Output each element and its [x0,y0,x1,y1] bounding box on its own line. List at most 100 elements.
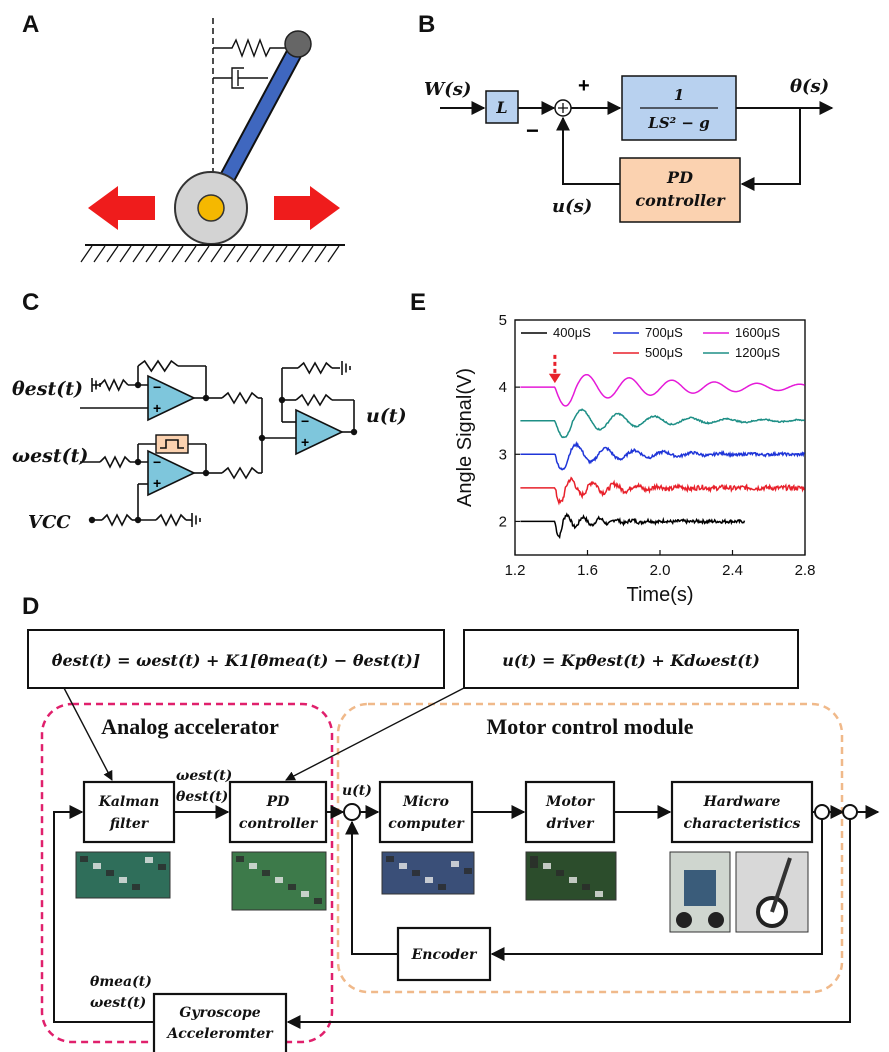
y-tick-label: 3 [499,446,507,463]
left-arrow [88,186,155,230]
svg-text:−: − [301,413,309,429]
pendulum-mass [284,30,312,58]
hw-to-gyro-wire [286,819,851,1029]
kalman-board-photo [75,851,171,899]
minus-sign: − [526,118,539,143]
panel-letter-a: A [22,11,39,38]
theta-est-signal: θest(t) [176,789,228,805]
micro-label-2: computer [388,816,465,832]
controller-to-sum-wire [556,116,620,185]
pd-controller-box [228,780,328,844]
hw-to-encoder-wire [490,819,823,961]
svg-text:−: − [153,379,161,395]
x-tick-label: 1.2 [505,562,526,579]
controller-label-1: PD [666,168,693,187]
micro-label-1: Micro [402,794,449,810]
plant-numerator: 1 [674,86,684,104]
controller-label-2: controller [635,191,726,210]
series-line [520,512,746,540]
hw-label-1: Hardware [703,794,781,810]
circuit-schematic: −+−+−+ [80,359,358,527]
microcomputer-photo [381,851,475,895]
driver-label-2: driver [547,816,596,832]
kalman-eq-pointer [63,687,113,781]
kalman-equation: θ̇est(t) = ωest(t) + K1[θmea(t) − θest(t… [52,651,420,670]
input-label: W(s) [424,79,471,100]
pd-eq-pointer [285,687,465,781]
gain-label: L [495,98,507,117]
gyro-label-1: Gyroscope [179,1005,260,1021]
svg-text:−: − [153,454,161,470]
analog-accelerator-title: Analog accelerator [101,714,279,739]
opamp-1 [147,374,196,422]
x-tick-label: 2.8 [795,562,816,579]
kalman-label-1: Kalman [98,794,160,810]
y-tick-label: 4 [499,379,507,396]
panel-letter-e: E [410,289,426,316]
u-signal: u(t) [342,783,372,799]
analog-accelerator-border [40,702,334,1044]
panel-letter-d: D [22,593,39,620]
x-tick-label: 2.4 [722,562,743,579]
disturbance-arrow-head [548,373,561,384]
panel-letter-c: C [22,289,39,316]
kalman-label-2: filter [109,816,150,832]
theta-est-input-label: θest(t) [12,378,83,400]
damper [213,67,268,89]
pd-equation-box [463,629,799,689]
series-line [520,476,805,506]
svg-text:+: + [153,475,161,491]
x-tick-label: 1.6 [577,562,598,579]
motor-control-border [336,702,844,994]
encoder-label: Encoder [411,947,478,963]
encoder-block [396,926,492,982]
photo-group [75,851,809,933]
pd-label-1: PD [266,794,291,810]
panel-c: C −+−+−+ θest(t) ωest(t) VCC u(t) [12,289,407,533]
right-arrow [274,186,340,230]
panel-letter-b: B [418,11,435,38]
gyro-to-kalman-wire [53,805,154,1023]
series-line [520,373,805,407]
legend-label: 1600μS [735,325,780,340]
legend-label: 400μS [553,325,591,340]
output-junction-2 [842,804,858,820]
driver-label-1: Motor [545,794,596,810]
hardware-block [670,780,814,844]
legend-label: 700μS [645,325,683,340]
pd-label-2: controller [239,816,319,832]
opamp-2 [147,449,196,497]
wheel-hub [197,194,225,222]
kalman-equation-box [27,629,445,689]
hw-label-2: characteristics [684,816,801,832]
plant-denominator: LS² − g [647,114,709,132]
omega-est-signal-2: ωest(t) [90,995,146,1011]
control-signal-label: u(s) [552,196,592,217]
omega-est-signal: ωest(t) [176,768,232,784]
series-line [520,440,805,471]
legend-label: 500μS [645,345,683,360]
y-tick-label: 5 [499,312,507,329]
motor-driver-block [524,780,616,844]
output-u-label: u(t) [366,405,407,427]
pd-controller-block [619,157,741,223]
kalman-filter-block [82,780,176,844]
feedback-wire [740,108,801,191]
gyroscope-block [152,992,288,1052]
svg-text:+: + [301,434,309,450]
spring [213,38,296,58]
opamp-3 [295,408,344,456]
x-tick-label: 2.0 [650,562,671,579]
y-axis-label: Angle Signal(V) [454,368,476,507]
legend-label: 1200μS [735,345,780,360]
gyro-label-2: Acceleromter [165,1026,274,1042]
x-axis-label: Time(s) [626,584,693,606]
omega-est-input-label: ωest(t) [12,445,88,467]
series-line [520,408,805,439]
y-tick-label: 2 [499,513,507,530]
encoder-feedback-wire [345,820,398,955]
summing-junction-u [343,803,361,821]
vcc-label: VCC [28,512,71,533]
